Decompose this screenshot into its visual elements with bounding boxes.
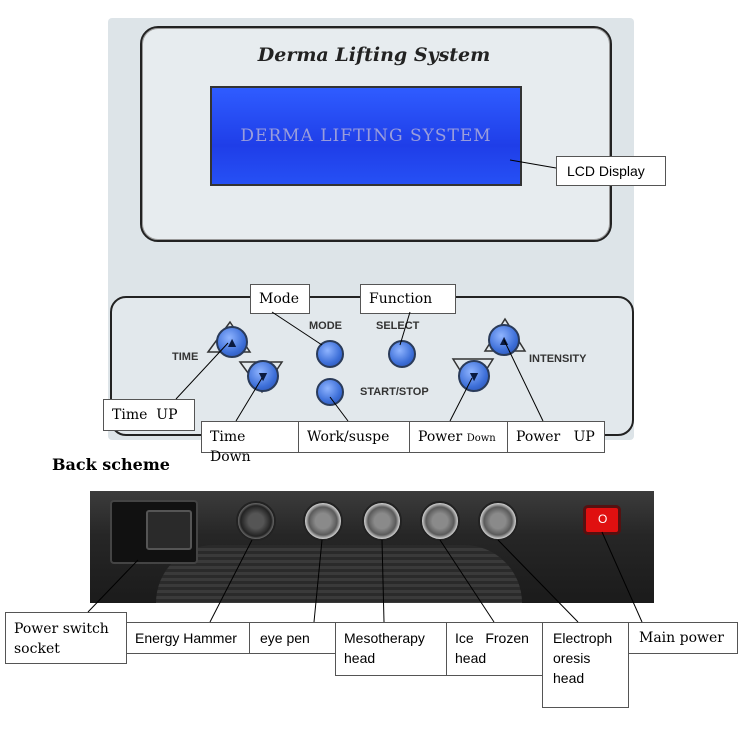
callout-time-up: Time UP xyxy=(103,399,195,431)
intensity-down-button[interactable]: ▼ xyxy=(458,360,490,392)
leader-main-power xyxy=(601,531,643,623)
callout-mesotherapy-head: Mesotherapy head xyxy=(335,622,447,676)
callout-work-suspend: Work/suspe xyxy=(298,421,410,453)
lcd-text: DERMA LIFTING SYSTEM xyxy=(240,126,492,146)
mode-label: MODE xyxy=(309,320,342,332)
vent-grille xyxy=(156,545,522,603)
callout-energy-hammer: Energy Hammer xyxy=(126,622,250,654)
intensity-label: INTENSITY xyxy=(529,353,587,365)
callout-power-switch-socket: Power switch socket xyxy=(5,612,127,664)
leader-energy-hammer xyxy=(209,539,253,623)
power-switch-symbol: O xyxy=(598,512,608,526)
callout-power-down: Power Down xyxy=(409,421,508,453)
leader-lcd-display xyxy=(509,159,557,169)
power-down-main-text: Power xyxy=(418,429,463,445)
eye-pen-connector[interactable] xyxy=(303,501,343,541)
main-power-switch[interactable]: O xyxy=(583,505,621,535)
callout-eye-pen: eye pen xyxy=(249,622,336,654)
leader-time-down xyxy=(235,377,263,422)
callout-power-up: Power UP xyxy=(507,421,605,453)
select-button[interactable] xyxy=(388,340,416,368)
select-label: SELECT xyxy=(376,320,420,332)
leader-work-suspend xyxy=(329,396,349,422)
energy-hammer-connector[interactable] xyxy=(236,501,276,541)
lcd-display: DERMA LIFTING SYSTEM xyxy=(210,86,522,186)
leader-electrophoresis xyxy=(497,539,579,623)
start-stop-label: START/STOP xyxy=(360,386,429,398)
up-arrow-icon: ▲ xyxy=(497,332,511,348)
callout-ice-frozen-head: Ice Frozen head xyxy=(446,622,543,676)
time-down-button[interactable]: ▼ xyxy=(247,360,279,392)
leader-power-up xyxy=(503,339,544,422)
down-arrow-icon: ▼ xyxy=(256,368,270,384)
leader-eye-pen xyxy=(313,539,323,623)
leader-power-down xyxy=(449,377,473,422)
leader-function xyxy=(399,311,411,346)
start-stop-button[interactable] xyxy=(316,378,344,406)
power-down-small-text: Down xyxy=(466,433,496,444)
section-title-back-scheme: Back scheme xyxy=(52,455,170,474)
callout-function: Function xyxy=(360,284,456,314)
leader-ice-frozen xyxy=(439,539,495,623)
leader-time-up xyxy=(175,342,229,400)
up-arrow-icon: ▲ xyxy=(225,334,239,350)
time-up-button[interactable]: ▲ xyxy=(216,326,248,358)
callout-main-power: Main power xyxy=(628,622,738,654)
power-socket-inner xyxy=(146,510,192,550)
callout-time-down: Time Down xyxy=(201,421,299,465)
callout-electrophoresis-head: Electroph oresis head xyxy=(542,622,629,708)
ice-frozen-connector[interactable] xyxy=(420,501,460,541)
brand-title: Derma Lifting System xyxy=(257,44,491,66)
leader-mesotherapy xyxy=(381,539,385,623)
leader-mode xyxy=(271,311,323,346)
down-arrow-icon: ▼ xyxy=(467,368,481,384)
callout-mode: Mode xyxy=(250,284,310,314)
time-label: TIME xyxy=(172,351,199,363)
callout-lcd-display: LCD Display xyxy=(556,156,666,186)
leader-power-socket xyxy=(87,559,139,613)
